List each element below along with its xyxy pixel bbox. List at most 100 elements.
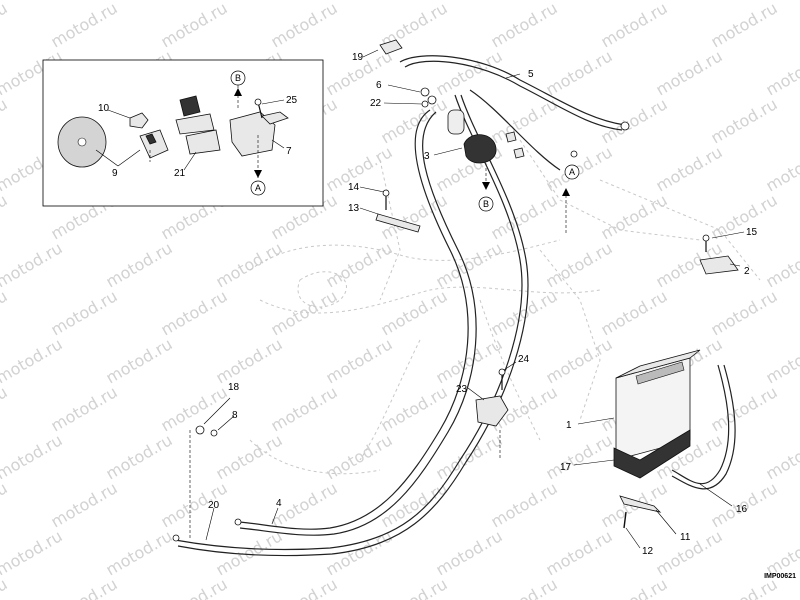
watermark-text: motod.ru [48,574,121,600]
watermark-text: motod.ru [213,430,286,483]
watermark-text: motod.ru [708,0,781,51]
part-2-bracket [699,255,739,275]
watermark-text: motod.ru [653,142,726,195]
part-21-connector [175,95,221,155]
watermark-text: motod.ru [0,0,66,3]
part-23-mount [475,395,509,427]
watermark-text: motod.ru [48,0,121,51]
watermark-text: motod.ru [543,142,616,195]
callout-20: 20 [208,500,220,511]
main-cable-harness [174,55,736,557]
watermark-text: motod.ru [268,574,341,600]
watermark-text: motod.ru [378,574,451,600]
connector-bubble-b-inset: B [230,70,246,86]
frame-ghost-outline [249,139,761,475]
watermark-text: motod.ru [0,238,66,291]
part-9-sensor [139,129,169,159]
part-18-8-fasteners [195,425,218,437]
watermark-text: motod.ru [763,46,800,99]
watermark-text: motod.ru [378,382,451,435]
watermark-text: motod.ru [0,286,11,339]
callout-14: 14 [348,182,360,193]
callout-15: 15 [746,227,758,238]
callout-25: 25 [286,95,298,106]
detail-inset-box [42,59,324,207]
bubble-label: B [483,199,489,209]
callout-12: 12 [642,546,654,557]
watermark-text: motod.ru [763,334,800,387]
watermark-text: motod.ru [213,334,286,387]
watermark-text: motod.ru [598,286,671,339]
connector-bubble-a-inset: A [250,180,266,196]
watermark-text: motod.ru [103,238,176,291]
callout-23: 23 [456,384,468,395]
bubble-label: A [255,183,261,193]
bubble-label: A [569,167,575,177]
part-15-bolt [702,234,710,252]
watermark-text: motod.ru [488,478,561,531]
callout-18: 18 [228,382,240,393]
watermark-text: motod.ru [708,286,781,339]
watermark-text: motod.ru [158,0,231,51]
watermark-text: motod.ru [0,430,66,483]
watermark-text: motod.ru [103,430,176,483]
watermark-text: motod.ru [158,478,231,531]
watermark-text: motod.ru [158,382,231,435]
watermark-text: motod.ru [0,526,66,579]
part-7-bracket [229,111,289,157]
watermark-text: motod.ru [543,526,616,579]
connector-bubble-b-main: B [478,196,494,212]
watermark-text: motod.ru [488,286,561,339]
watermark-text: motod.ru [48,382,121,435]
watermark-text: motod.ru [0,574,11,600]
part-10-cap [129,112,149,129]
part-25-bolt [254,98,263,119]
part-9-disc [57,116,107,168]
connector-bubble-a-main: A [564,164,580,180]
callout-4: 4 [276,498,282,509]
watermark-text: motod.ru [708,382,781,435]
part-3-grommet [463,134,497,164]
part-small-terminals [505,131,525,159]
watermark-text: motod.ru [0,334,66,387]
watermark-text: motod.ru [268,382,341,435]
callout-16: 16 [736,504,748,515]
reference-code: IMP00621 [764,573,796,580]
watermark-text: motod.ru [0,190,11,243]
callout-17: 17 [560,462,572,473]
watermark-text: motod.ru [763,142,800,195]
cable-ends [172,121,630,542]
watermark-text: motod.ru [48,286,121,339]
watermark-text: motod.ru [488,190,561,243]
callout-2: 2 [744,266,750,277]
watermark-text: motod.ru [268,0,341,51]
watermark-text: motod.ru [543,334,616,387]
callout-10: 10 [98,103,110,114]
watermark-text: motod.ru [0,94,11,147]
watermark-text: motod.ru [433,238,506,291]
part-callouts: 19 5 6 22 3 14 13 15 2 24 23 1 17 16 11 … [98,52,758,557]
callout-13: 13 [348,203,360,214]
part-24-bolt [498,368,506,390]
watermark-text: motod.ru [433,526,506,579]
watermark-text: motod.ru [598,574,671,600]
watermark-text: motod.ru [103,334,176,387]
watermark-text: motod.ru [763,238,800,291]
callout-24: 24 [518,354,530,365]
watermark-text: motod.ru [488,574,561,600]
part-relay-cylinder [447,109,465,135]
bubble-label: B [235,73,241,83]
watermark-text: motod.ru [598,190,671,243]
part-13-tie [375,213,421,233]
watermark-text: motod.ru [323,334,396,387]
watermark-text: motod.ru [0,0,11,51]
part-1-battery [615,349,701,461]
watermark-text: motod.ru [763,430,800,483]
leader-lines [95,49,745,549]
watermark-text: motod.ru [763,526,800,579]
watermark-text: motod.ru [543,238,616,291]
callout-22: 22 [370,98,382,109]
watermark-text: motod.ru [268,286,341,339]
watermark-text: motod.ru [488,0,561,51]
